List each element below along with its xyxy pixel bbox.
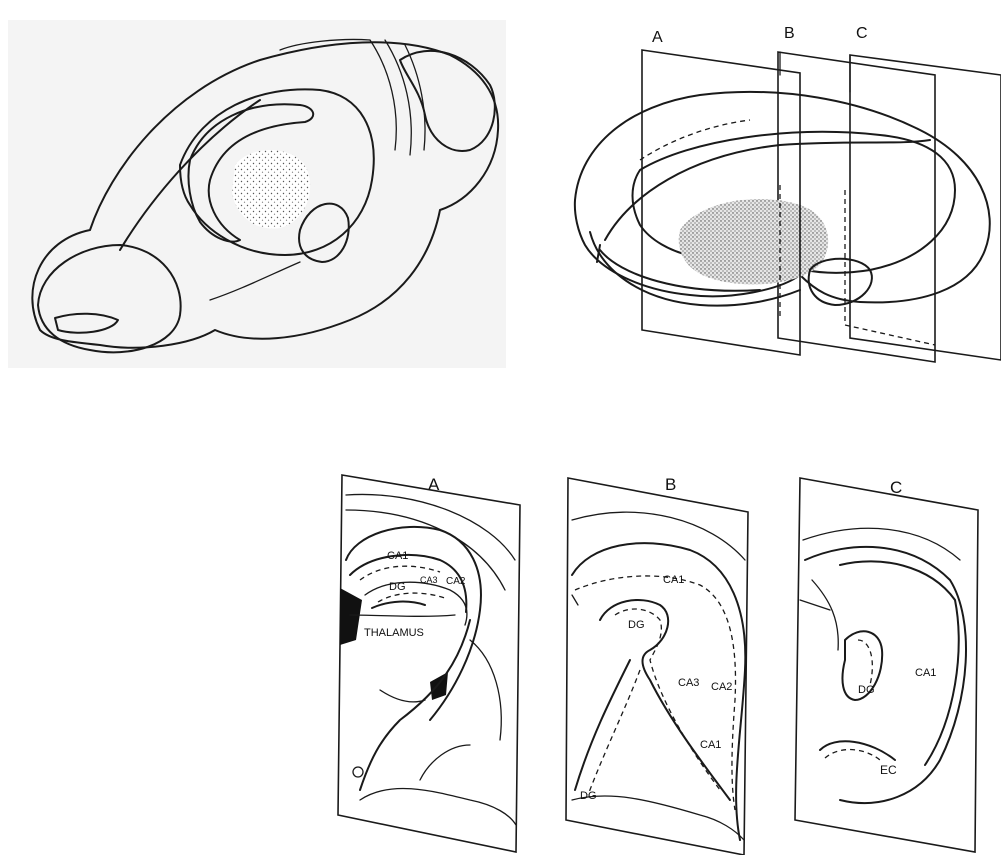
section-c-label-ec: EC [880, 763, 897, 777]
section-a-label-thalamus: THALAMUS [364, 627, 424, 639]
section-c-label-dg: DG [858, 684, 875, 696]
section-c-panel: C CA1 DG EC [795, 478, 978, 852]
ventricle-left [340, 588, 362, 645]
section-b-label-ca1-bottom: CA1 [700, 739, 721, 751]
section-b-label-dg-top: DG [628, 619, 645, 631]
section-c-label-ca1: CA1 [915, 667, 936, 679]
plane-label-c: C [856, 25, 868, 42]
section-b-title: B [665, 475, 676, 494]
section-a-label-ca1: CA1 [387, 550, 408, 562]
section-a-label-dg: DG [389, 581, 406, 593]
section-b-label-ca3: CA3 [678, 677, 699, 689]
section-a-label-ca2: CA2 [446, 576, 466, 587]
plane-label-b: B [784, 25, 795, 42]
section-b-label-dg-bottom: DG [580, 790, 597, 802]
plane-c [850, 55, 1001, 360]
section-b-panel: B CA1 DG CA3 CA2 CA1 DG [566, 475, 748, 855]
brain-illustration [8, 20, 506, 368]
section-b-label-ca1-top: CA1 [663, 574, 684, 586]
section-a-label-ca3: CA3 [420, 575, 438, 585]
section-a-panel: A CA1 CA3 CA2 DG THALAMUS [338, 475, 520, 852]
section-b-label-ca2: CA2 [711, 681, 732, 693]
hippocampus-3d-illustration: A B C [575, 25, 1001, 362]
section-a-frame [338, 475, 520, 852]
plane-label-a: A [652, 29, 663, 46]
